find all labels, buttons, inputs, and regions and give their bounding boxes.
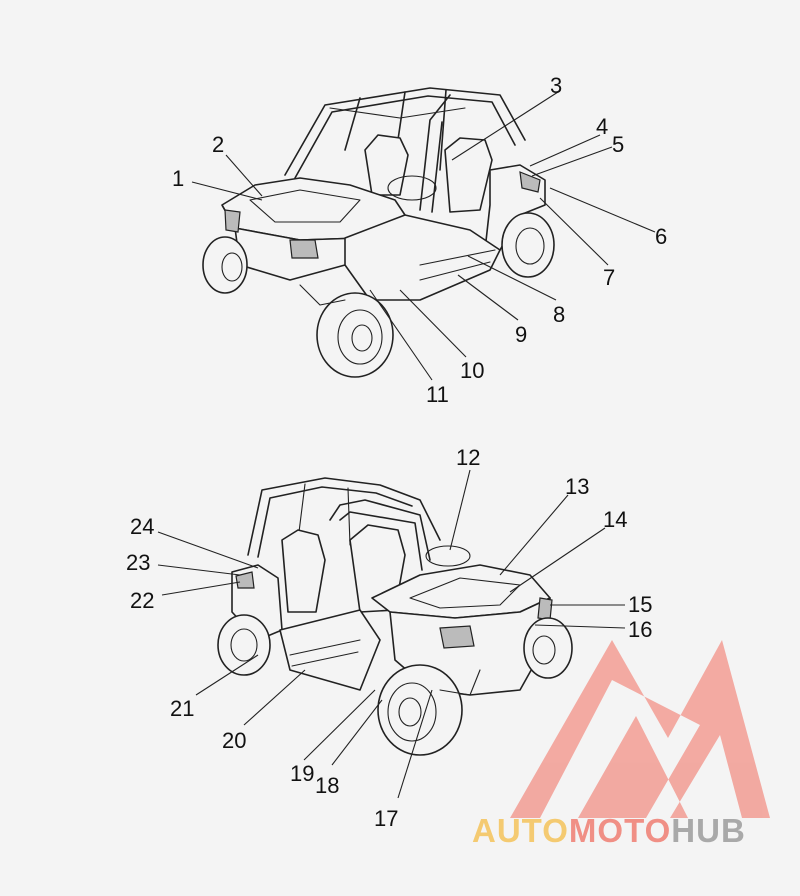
- callout-15: 15: [628, 592, 652, 617]
- leader-24: [157, 531, 259, 569]
- callout-4: 4: [596, 114, 608, 139]
- leader-7: [539, 197, 609, 266]
- leader-8: [467, 255, 557, 301]
- leader-21: [195, 654, 259, 696]
- callout-6: 6: [655, 224, 667, 249]
- watermark-logo: AUTOMOTOHUB: [472, 640, 770, 849]
- leader-20: [243, 669, 306, 726]
- leader-11: [369, 289, 433, 381]
- leader-5: [531, 146, 613, 177]
- leader-18: [331, 699, 383, 766]
- vehicle-front-left-view: [202, 87, 555, 378]
- callout-22: 22: [130, 588, 154, 613]
- leader-17: [397, 689, 433, 799]
- callout-8: 8: [553, 302, 565, 327]
- callout-19: 19: [290, 761, 314, 786]
- watermark-auto: AUTO: [472, 812, 569, 849]
- leader-16: [534, 624, 626, 629]
- callout-3: 3: [550, 73, 562, 98]
- callout-12: 12: [456, 445, 480, 470]
- callout-9: 9: [515, 322, 527, 347]
- callout-17: 17: [374, 806, 398, 831]
- leader-22: [161, 581, 241, 596]
- leader-4: [529, 134, 601, 167]
- callout-16: 16: [628, 617, 652, 642]
- callout-21: 21: [170, 696, 194, 721]
- leader-10: [399, 289, 467, 358]
- leader-6: [549, 187, 656, 233]
- callout-20: 20: [222, 728, 246, 753]
- callout-18: 18: [315, 773, 339, 798]
- leader-2: [225, 154, 263, 197]
- vehicle-front-right-view: [217, 477, 573, 756]
- watermark-hub: HUB: [671, 812, 746, 849]
- callout-7: 7: [603, 265, 615, 290]
- leader-3: [451, 91, 559, 161]
- callout-24: 24: [130, 514, 154, 539]
- callout-2: 2: [212, 132, 224, 157]
- callout-1: 1: [172, 166, 184, 191]
- callout-10: 10: [460, 358, 484, 383]
- logo-mark: [510, 640, 770, 818]
- watermark-moto: MOTO: [569, 812, 671, 849]
- leader-lines: [157, 91, 656, 799]
- leader-12: [449, 469, 471, 551]
- callout-13: 13: [565, 474, 589, 499]
- leader-19: [303, 689, 376, 761]
- leader-1: [191, 181, 263, 201]
- callout-11: 11: [426, 382, 449, 407]
- callout-5: 5: [612, 132, 624, 157]
- svg-text:AUTOMOTOHUB: AUTOMOTOHUB: [472, 812, 746, 849]
- leader-9: [457, 274, 519, 321]
- callout-23: 23: [126, 550, 150, 575]
- leader-14: [509, 527, 606, 593]
- callout-14: 14: [603, 507, 627, 532]
- leader-23: [157, 564, 241, 576]
- leader-13: [499, 494, 569, 576]
- callout-numbers: 1 2 3 4 5 6 7 8 9 10 11 12 13 14 15 16 1…: [126, 73, 667, 831]
